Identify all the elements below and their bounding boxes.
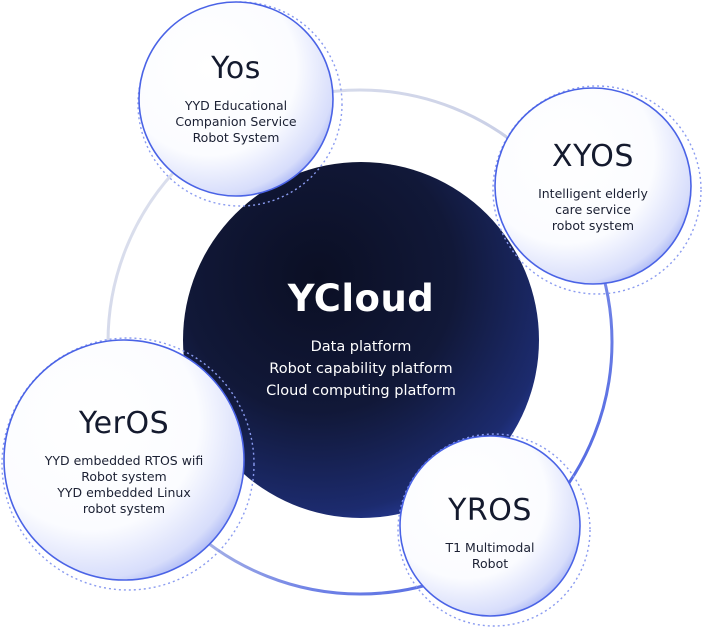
satellite-xyos: XYOS Intelligent elderly care service ro… (503, 124, 683, 250)
satellite-xyos-circle (494, 87, 692, 285)
satellite-yeros: YerOS YYD embedded RTOS wifi Robot syste… (14, 392, 234, 532)
satellite-yros-desc: T1 Multimodal Robot (445, 540, 535, 571)
satellite-yos-title: Yos (211, 51, 261, 86)
satellite-yros: YROS T1 Multimodal Robot (410, 478, 570, 588)
satellite-yos-circle (138, 1, 334, 197)
satellite-yeros-desc: YYD embedded RTOS wifi Robot system YYD … (44, 453, 204, 516)
satellite-xyos-title: XYOS (552, 139, 634, 174)
satellite-yeros-circle (3, 339, 245, 581)
satellite-yros-title: YROS (448, 493, 532, 528)
satellite-yos-desc: YYD Educational Companion Service Robot … (175, 98, 297, 145)
satellite-xyos-desc: Intelligent elderly care service robot s… (538, 186, 648, 233)
hub-node: YCloud Data platform Robot capability pl… (201, 220, 521, 460)
satellite-xyos-dotted-ring (492, 85, 702, 295)
hub-title: YCloud (287, 277, 435, 320)
hub-circle (183, 162, 539, 518)
satellite-yros-circle (399, 435, 581, 617)
hub-line-cloud-computing: Cloud computing platform (266, 383, 456, 399)
satellite-yros-dotted-ring (397, 433, 591, 627)
hub-line-robot-capability: Robot capability platform (269, 361, 453, 377)
satellite-yos-dotted-ring (137, 1, 343, 207)
satellite-yeros-title: YerOS (78, 406, 170, 441)
satellite-yos: Yos YYD Educational Companion Service Ro… (146, 34, 326, 164)
satellite-yeros-dotted-ring (1, 337, 255, 591)
hub-line-data-platform: Data platform (310, 339, 412, 355)
